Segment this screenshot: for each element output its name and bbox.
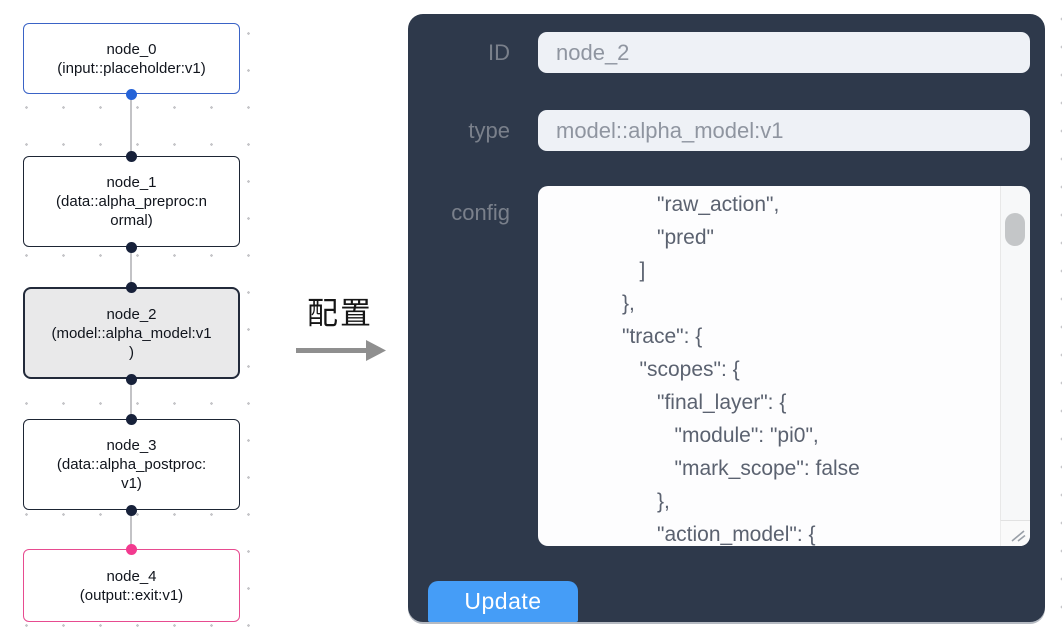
scrollbar-thumb[interactable] (1005, 213, 1025, 246)
node_3-output-port[interactable] (126, 504, 137, 516)
node_4-input-port[interactable] (126, 543, 137, 555)
type-field-label: type (468, 118, 510, 143)
flow-node-node_2-selected[interactable]: node_2 (model::alpha_model:v1 ) (23, 287, 240, 379)
node_2-output-port[interactable] (126, 373, 137, 385)
node-title: node_3 (106, 437, 157, 454)
id-field-label: ID (488, 40, 510, 65)
type-input[interactable] (538, 110, 1030, 151)
node-title: node_0 (106, 40, 157, 58)
scrollbar-track[interactable] (1000, 186, 1030, 520)
node_0-output-port[interactable] (126, 88, 137, 100)
id-input[interactable] (538, 32, 1030, 73)
node_1-input-port[interactable] (126, 150, 137, 162)
config-textarea[interactable]: "raw_action", "pred" ] }, "trace": { "sc… (538, 186, 1030, 546)
node-type-label: (output::exit:v1) (79, 586, 184, 604)
flow-node-node_3[interactable]: node_3 (data::alpha_postproc: v1) (23, 419, 240, 510)
flow-node-node_1[interactable]: node_1 (data::alpha_preproc:n ormal) (23, 156, 240, 247)
update-button[interactable]: Update (428, 581, 578, 622)
node-title: node_4 (106, 567, 157, 585)
node_3-input-port[interactable] (126, 413, 137, 425)
node-title: node_1 (106, 174, 157, 191)
config-field-label: config (451, 200, 510, 225)
node-config-panel: ID type config "raw_action", "pred" ] },… (408, 14, 1045, 622)
node-type-label: (data::alpha_postproc: v1) (56, 456, 207, 492)
node-type-label: (input::placeholder:v1) (57, 59, 206, 77)
node-type-label: (model::alpha_model:v1 ) (51, 324, 212, 361)
node_2-input-port[interactable] (126, 281, 137, 293)
arrow-right-icon (296, 340, 386, 361)
resize-handle-icon[interactable] (1000, 520, 1030, 546)
config-annotation: 配置 (288, 296, 392, 364)
flow-node-node_0[interactable]: node_0 (input::placeholder:v1) (23, 23, 240, 94)
flow-canvas: node_0 (input::placeholder:v1) node_1 (d… (0, 0, 273, 643)
config-json-text: "raw_action", "pred" ] }, "trace": { "sc… (622, 193, 860, 546)
flow-node-node_4[interactable]: node_4 (output::exit:v1) (23, 549, 240, 622)
config-annotation-label: 配置 (307, 296, 373, 331)
node-type-label: (data::alpha_preproc:n ormal) (56, 193, 207, 229)
node_1-output-port[interactable] (126, 241, 137, 253)
node-title: node_2 (106, 305, 157, 323)
